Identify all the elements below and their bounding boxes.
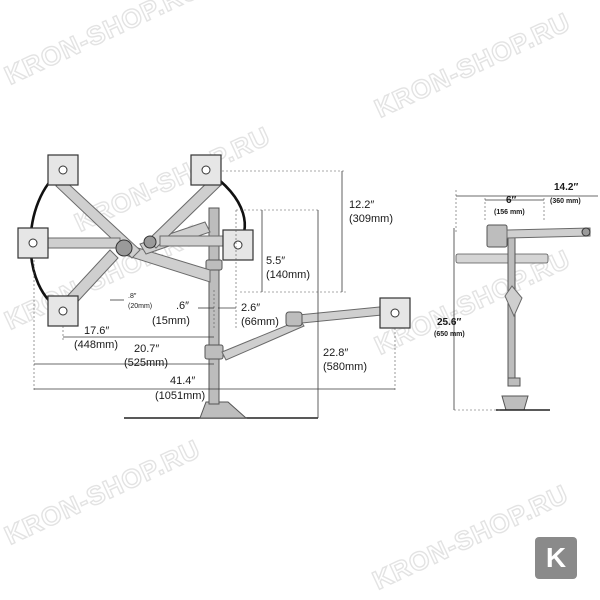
vesa-plate-right <box>379 297 411 329</box>
reach-a-mm: (448mm) <box>74 339 118 351</box>
side-dimension-lines <box>453 190 598 411</box>
arm-height-in: 12.2″ <box>349 199 374 211</box>
front-view-drawing <box>17 154 411 419</box>
watermark-6: KRON-SHOP.RU <box>0 434 205 551</box>
pole-gap-in: 2.6″ <box>241 302 260 314</box>
vesa-plate-right-mid <box>222 229 254 261</box>
front-dimension-labels: 12.2″ (309mm) 5.5″ (140mm) .8″ (20mm) .6… <box>74 199 393 402</box>
tilt-drop-in: 5.5″ <box>266 255 285 267</box>
shop-logo: K <box>535 537 577 579</box>
arm-height-mm: (309mm) <box>349 213 393 225</box>
front-dimension-lines <box>33 170 396 418</box>
pole-height-mm: (580mm) <box>323 361 367 373</box>
reach-b-in: 20.7″ <box>134 343 159 355</box>
pole-offset-in: .6″ <box>176 300 189 312</box>
height-total-in: 25.6″ <box>437 317 461 328</box>
watermarks: KRON-SHOP.RU KRON-SHOP.RU KRON-SHOP.RU K… <box>0 0 576 596</box>
height-total-mm: (650 mm) <box>434 331 465 338</box>
side-view-drawing <box>455 224 591 411</box>
logo-letter: K <box>545 542 567 573</box>
reach-a-in: 17.6″ <box>84 325 109 337</box>
pole-offset-mm: (15mm) <box>152 315 190 327</box>
pole-gap-mm: (66mm) <box>241 316 279 328</box>
reach-total-in: 41.4″ <box>170 375 195 387</box>
tilt-drop-mm: (140mm) <box>266 269 310 281</box>
watermark-1: KRON-SHOP.RU <box>0 0 205 90</box>
pole-height-in: 22.8″ <box>323 347 348 359</box>
depth-arm-mm: (156 mm) <box>494 209 525 216</box>
offset-small-mm: (20mm) <box>128 303 152 310</box>
depth-total-mm: (360 mm) <box>550 198 581 205</box>
watermark-2: KRON-SHOP.RU <box>370 7 575 124</box>
reach-b-mm: (525mm) <box>124 357 168 369</box>
vesa-plate-top-left <box>47 154 79 186</box>
vesa-plate-top-mid <box>190 154 222 186</box>
side-dimension-labels: 14.2″ (360 mm) 6″ (156 mm) 25.6″ (650 mm… <box>434 182 581 338</box>
vesa-plate-bottom-left <box>47 295 79 327</box>
depth-arm-in: 6″ <box>506 195 517 206</box>
depth-total-in: 14.2″ <box>554 182 578 193</box>
reach-total-mm: (1051mm) <box>155 390 205 402</box>
vesa-plate-left <box>17 227 49 259</box>
offset-small-in: .8″ <box>128 293 137 300</box>
